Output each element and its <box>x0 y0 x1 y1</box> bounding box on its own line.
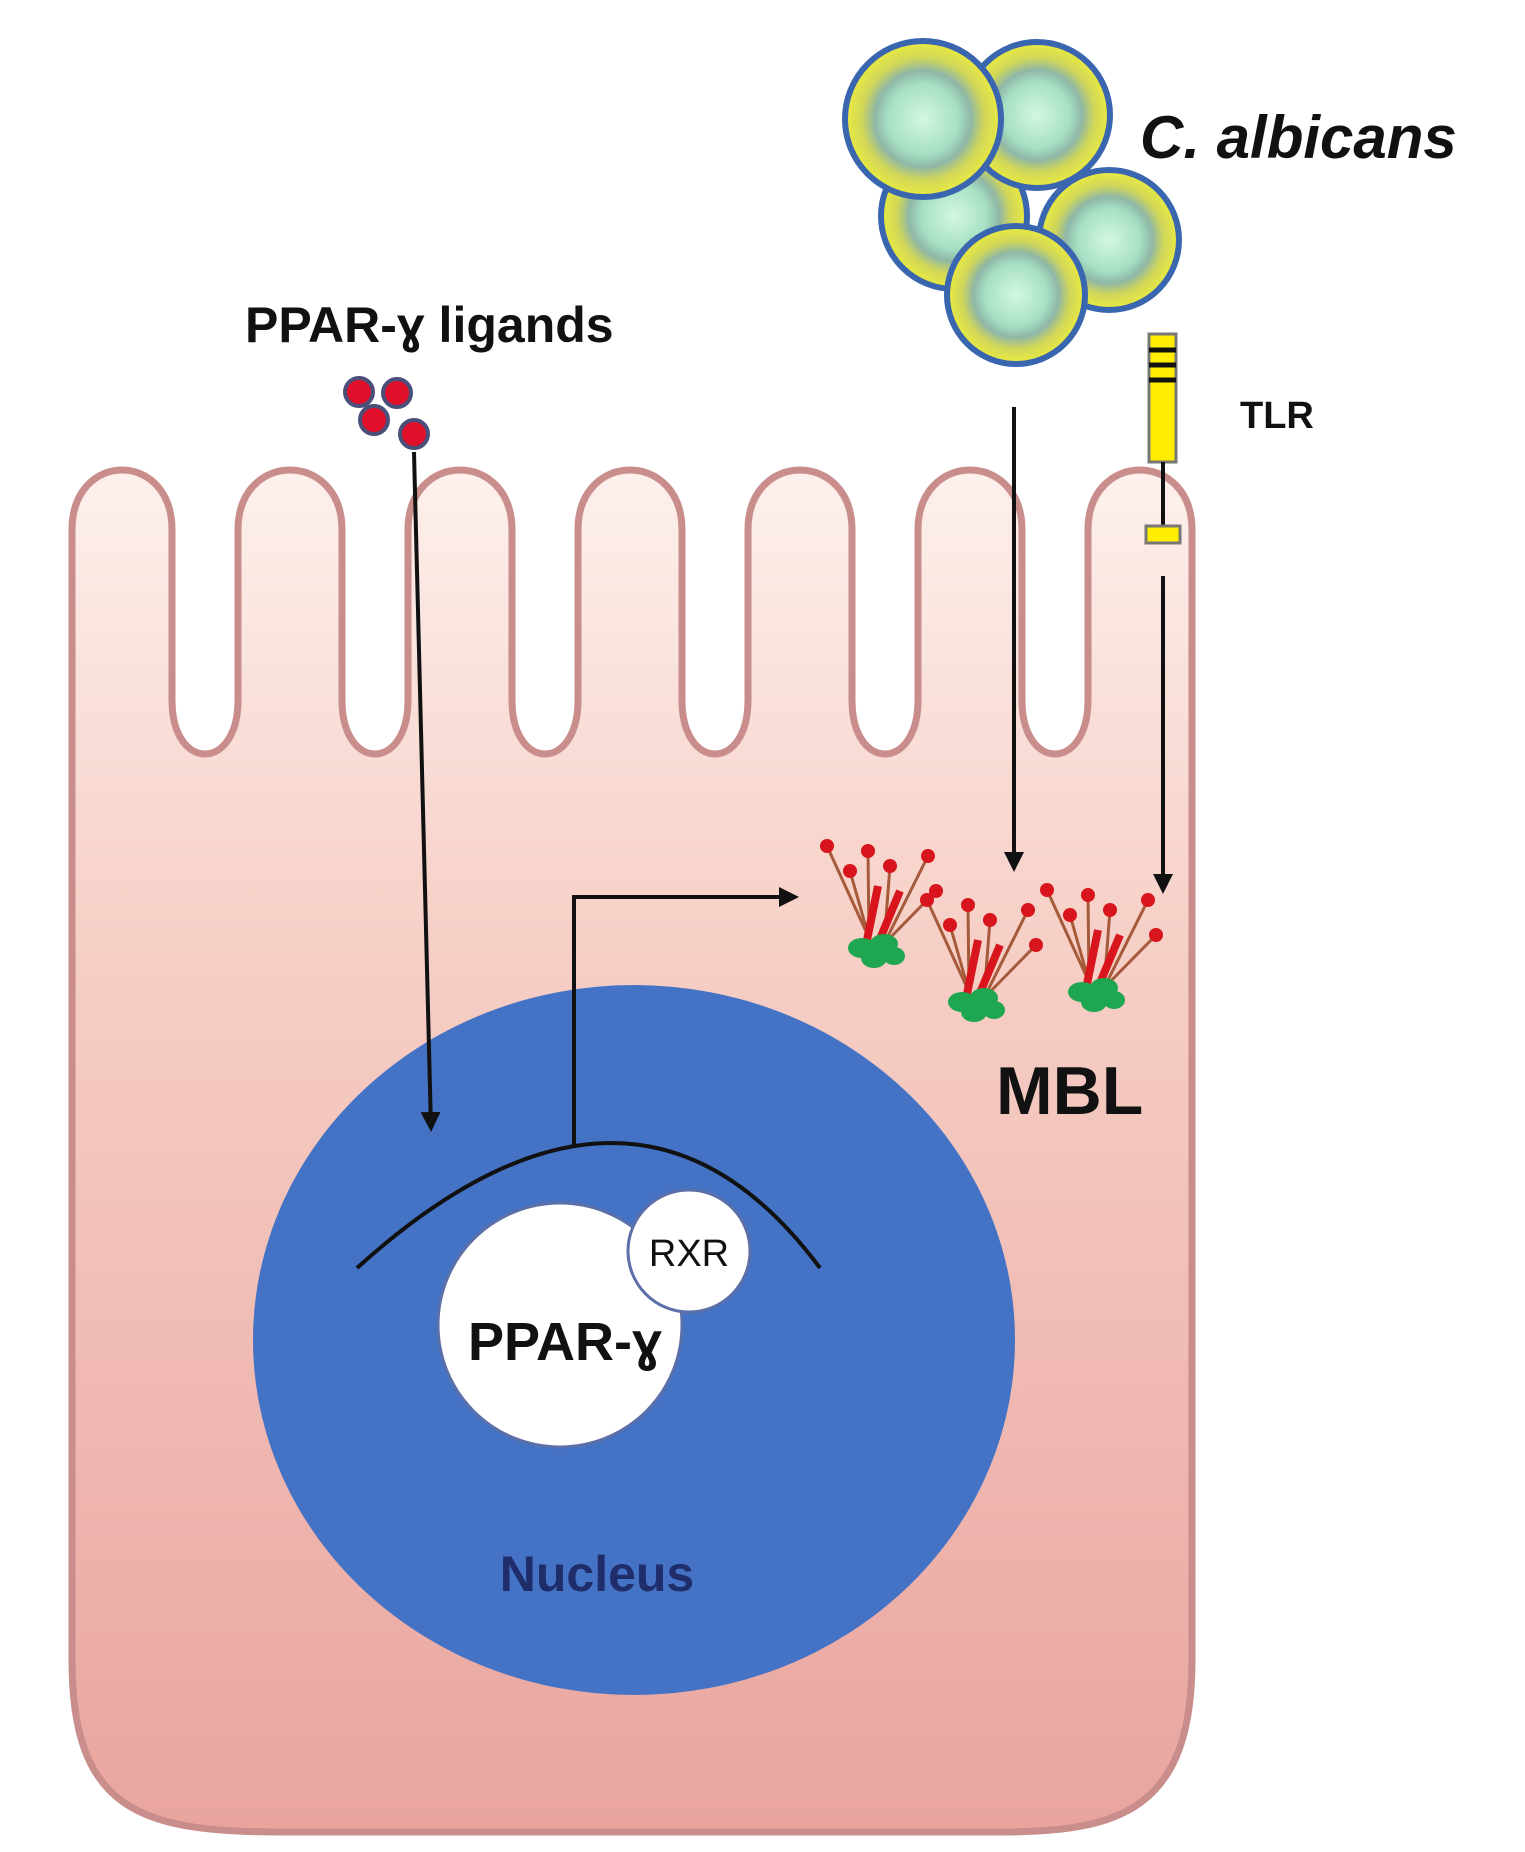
yeast-cell-icon <box>842 38 1004 200</box>
ppar-ligands <box>343 376 430 450</box>
ligand-dot-icon <box>343 376 375 408</box>
nucleus-label: Nucleus <box>500 1546 695 1602</box>
ppar-gamma-receptor <box>436 1201 684 1449</box>
yeast-cell-icon <box>944 223 1088 367</box>
rxr-receptor <box>626 1188 752 1314</box>
mbl-molecule-icon <box>820 839 943 968</box>
mbl-molecule-icon <box>920 893 1043 1022</box>
mbl-molecule-icon <box>1040 883 1163 1012</box>
tlr-label: TLR <box>1240 395 1314 437</box>
ligand-dot-icon <box>381 377 413 409</box>
nuclear-membrane-arc <box>355 1141 822 1270</box>
mbl-label: MBL <box>996 1053 1143 1129</box>
ligand-to-nucleus-arrow <box>412 451 441 1132</box>
candida-label: C. albicans <box>1140 104 1457 171</box>
ligands-label: PPAR-ɣ ligands <box>245 297 614 353</box>
tlr-receptor-icon <box>1144 332 1182 545</box>
candida-albicans-cluster <box>842 38 1182 367</box>
ligand-dot-icon <box>398 418 430 450</box>
mbl-molecules <box>820 839 1163 1022</box>
rxr-label: RXR <box>649 1233 729 1275</box>
nucleus-to-mbl-arrow <box>572 887 799 1148</box>
ligand-dot-icon <box>358 404 390 436</box>
ppar-gamma-label: PPAR-ɣ <box>468 1312 662 1372</box>
